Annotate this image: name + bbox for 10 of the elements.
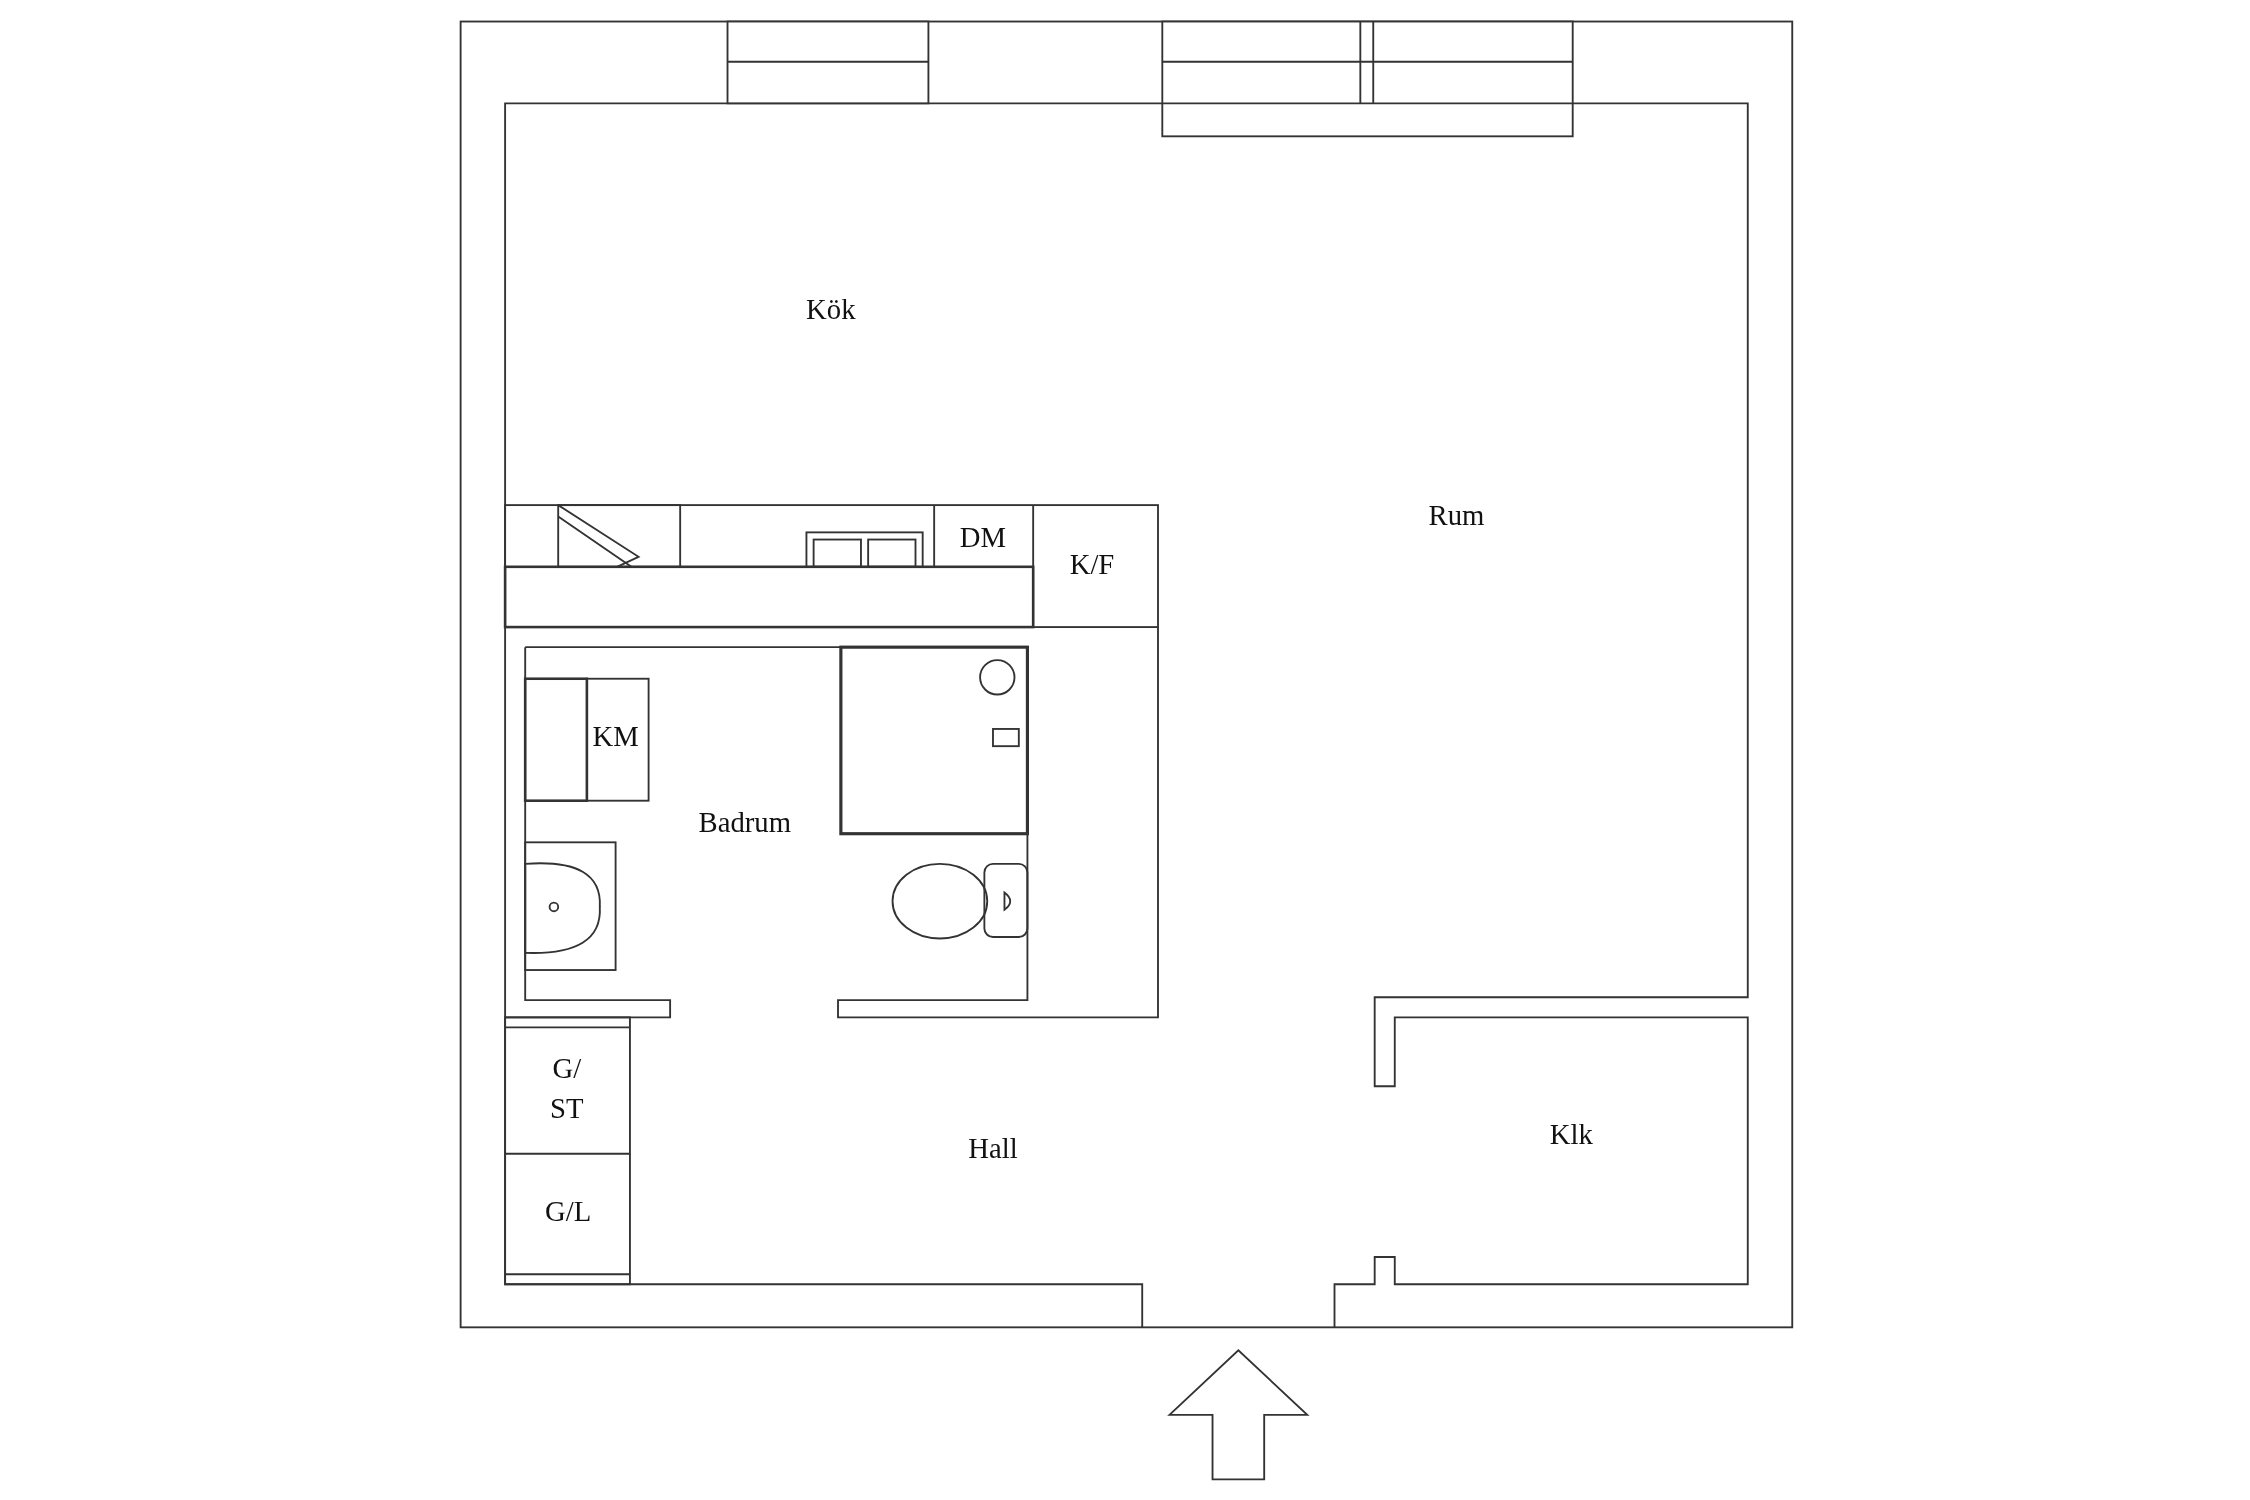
room-label: Badrum xyxy=(697,805,792,840)
storage-label: G/ ST xyxy=(549,1050,585,1126)
appliance-label: DM xyxy=(958,519,1008,555)
room-label: Kök xyxy=(805,291,857,327)
storage-label: G/L xyxy=(544,1194,593,1229)
room-label: Klk xyxy=(1548,1116,1594,1152)
appliance-label: K/F xyxy=(1068,547,1116,582)
room-label: Rum xyxy=(1427,498,1486,533)
appliance-label: KM xyxy=(591,719,640,754)
room-label: Hall xyxy=(967,1131,1019,1166)
